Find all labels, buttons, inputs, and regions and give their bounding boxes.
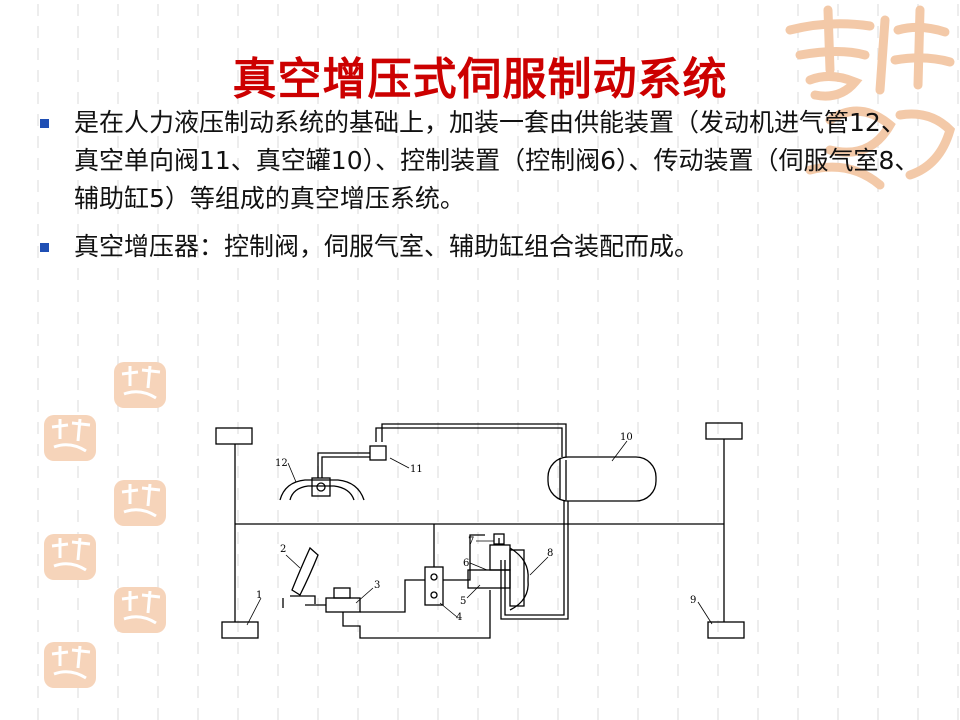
- control-valve: [424, 566, 444, 606]
- vacuum-check-valve: [369, 445, 387, 461]
- auxiliary-cylinder: [467, 569, 511, 589]
- wheel-rear-right: [707, 621, 745, 639]
- seal-decoration: [114, 587, 166, 633]
- wheel-front-right: [705, 422, 743, 440]
- label-11: 11: [410, 464, 423, 475]
- bullet-item: 真空增压器：控制阀，伺服气室、辅助缸组合装配而成。: [40, 228, 930, 266]
- label-7: 7: [468, 536, 474, 547]
- label-1: 1: [256, 590, 262, 601]
- label-3: 3: [374, 580, 380, 591]
- slide-title: 真空增压式伺服制动系统: [232, 54, 728, 106]
- intake-manifold: [279, 479, 365, 501]
- seal-decoration: [44, 534, 96, 580]
- bullet-item: 是在人力液压制动系统的基础上，加装一套由供能装置（发动机进气管12、真空单向阀1…: [40, 104, 930, 218]
- bullet-marker: [40, 243, 49, 252]
- label-12: 12: [275, 458, 288, 469]
- label-2: 2: [280, 544, 286, 555]
- brake-system-diagram: 1 2 3 4 5 6 7 8 9 10 11 12: [215, 422, 745, 639]
- seal-decoration: [114, 480, 166, 526]
- bullet-list: 是在人力液压制动系统的基础上，加装一套由供能装置（发动机进气管12、真空单向阀1…: [40, 104, 930, 276]
- label-6: 6: [463, 558, 469, 569]
- bullet-text: 是在人力液压制动系统的基础上，加装一套由供能装置（发动机进气管12、真空单向阀1…: [74, 108, 920, 213]
- wheel-rear-left: [221, 621, 259, 639]
- master-cylinder: [325, 597, 361, 613]
- label-5: 5: [460, 596, 466, 607]
- label-10: 10: [620, 432, 633, 443]
- label-9: 9: [690, 595, 696, 606]
- vacuum-tank: [547, 456, 657, 502]
- seal-decoration: [44, 642, 96, 688]
- brake-pedal: [291, 546, 319, 596]
- seal-decoration: [114, 362, 166, 408]
- wheel-front-left: [215, 427, 253, 445]
- bullet-marker: [40, 119, 49, 128]
- seal-decoration: [44, 415, 96, 461]
- decorative-calligraphy: [785, 5, 956, 190]
- label-8: 8: [547, 548, 553, 559]
- label-4: 4: [456, 612, 462, 623]
- bullet-text: 真空增压器：控制阀，伺服气室、辅助缸组合装配而成。: [74, 232, 700, 261]
